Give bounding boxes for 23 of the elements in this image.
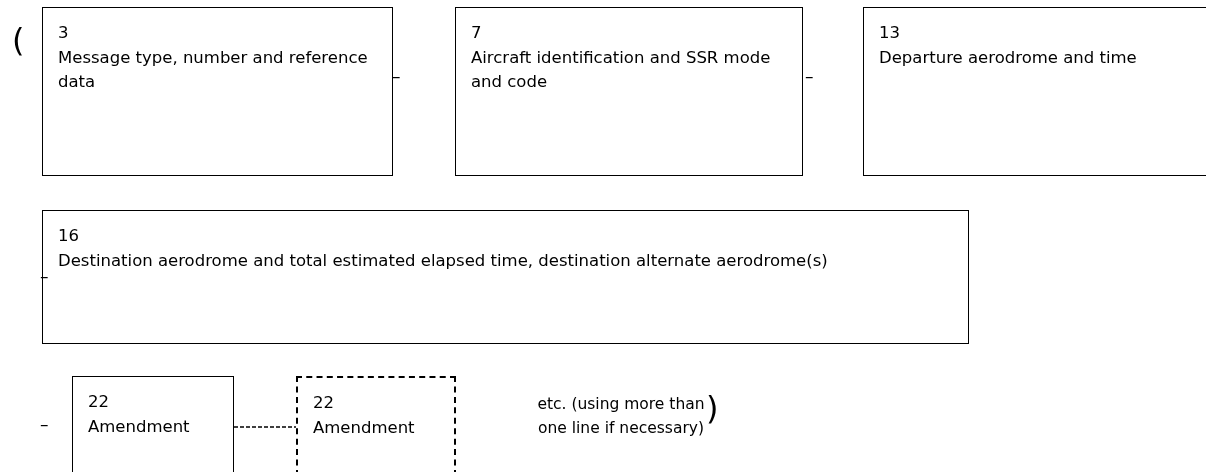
field-number: 3 xyxy=(58,22,70,44)
note-text: etc. (using more than one line if necessary) xyxy=(536,394,706,439)
field-description: Amendment xyxy=(88,415,191,438)
field-number: 13 xyxy=(879,22,901,44)
field-description: Aircraft identification and SSR mode and code xyxy=(471,46,772,93)
field-number: 22 xyxy=(88,391,110,413)
field-description: Amendment xyxy=(313,416,416,439)
field-description: Message type, number and reference data xyxy=(58,46,369,93)
field-box xyxy=(455,7,803,176)
dashed-field-box xyxy=(296,376,456,472)
field-box xyxy=(42,7,393,176)
field-description: Destination aerodrome and total estimated elapsed time, destination alternate aerodrome(s) xyxy=(58,249,829,272)
dash-separator: – xyxy=(805,65,814,88)
field-number: 22 xyxy=(313,392,335,414)
field-box xyxy=(42,210,969,344)
dash-separator: – xyxy=(40,413,49,436)
field-box xyxy=(863,7,1206,176)
field-number: 7 xyxy=(471,22,483,44)
dash-separator: – xyxy=(392,65,401,88)
field-box xyxy=(72,376,234,472)
connector-line xyxy=(233,426,297,428)
field-description: Departure aerodrome and time xyxy=(879,46,1138,69)
field-number: 16 xyxy=(58,225,80,247)
